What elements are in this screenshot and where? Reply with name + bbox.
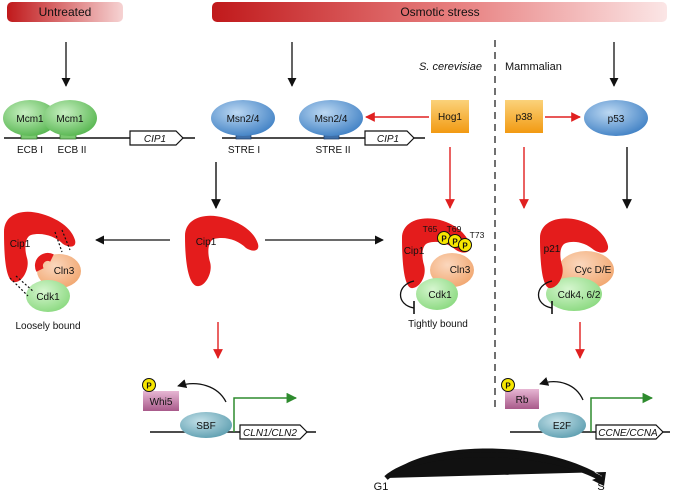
mammal-species-label: Mammalian	[505, 61, 562, 73]
cip1-shape	[185, 215, 259, 287]
rb-release-arrow	[539, 377, 584, 401]
s-label: S	[597, 481, 604, 493]
inhibition-arc	[399, 280, 415, 309]
cln3-shape	[37, 254, 81, 288]
loose-bond	[61, 229, 71, 251]
cln3-label: Cln3	[54, 266, 75, 277]
cdk1-label: Cdk1	[428, 290, 452, 301]
p21-shape	[540, 218, 609, 289]
yeast-transcription: Whi5 P SBF CLN1/CLN2	[142, 378, 316, 440]
g1-label: G1	[374, 481, 389, 493]
hog1-box	[431, 100, 469, 133]
phospho-label: P	[146, 382, 152, 391]
cip1-gene-box	[129, 130, 184, 146]
mcm1-label: Mcm1	[56, 114, 84, 125]
g1-to-s-arc	[384, 452, 602, 481]
cip1-label: Cip1	[404, 246, 425, 257]
whi5-label: Whi5	[150, 397, 173, 408]
msn24-protein	[299, 100, 363, 136]
transcription-start-arrow	[590, 392, 654, 432]
cip1-gene-label: CIP1	[377, 134, 399, 145]
cip1-free-label: Cip1	[196, 237, 217, 248]
p53-protein: p53	[584, 100, 648, 136]
rb-label: Rb	[516, 395, 529, 406]
phospho-badge	[501, 378, 515, 392]
hog1-label: Hog1	[438, 112, 462, 123]
phospho-label: P	[505, 382, 511, 391]
cln12-gene-label: CLN1/CLN2	[243, 428, 297, 439]
cdk46-label: Cdk4, 6/2	[558, 290, 601, 301]
e2f-protein	[538, 412, 586, 438]
cip1-shape	[4, 211, 76, 283]
loose-caption: Loosely bound	[15, 321, 80, 332]
p38-kinase: p38	[505, 100, 543, 133]
ccne-gene-label: CCNE/CCNA	[598, 428, 658, 439]
cln12-gene-box	[239, 424, 308, 440]
free-cip1: Cip1	[185, 215, 259, 287]
cdk1-shape	[26, 280, 70, 312]
cip1-gene-label: CIP1	[144, 134, 166, 145]
e2f-label: E2F	[553, 421, 571, 432]
cip1-arm	[35, 253, 54, 272]
sbf-label: SBF	[196, 421, 215, 432]
phospho-badge	[458, 238, 472, 252]
loose-bond	[54, 231, 63, 253]
phospho-badge	[142, 378, 156, 392]
msn24-label: Msn2/4	[315, 114, 348, 125]
osmotic-stress-banner: Osmotic stress	[212, 2, 667, 22]
p38-box	[505, 100, 543, 133]
mcm1-label: Mcm1	[16, 114, 44, 125]
mcm1-protein	[3, 100, 57, 136]
p53-label: p53	[608, 114, 625, 125]
msn24-protein	[211, 100, 275, 136]
cycde-label: Cyc D/E	[575, 265, 612, 276]
cell-cycle-transition: G1 S	[374, 448, 606, 493]
whi5-box	[143, 391, 179, 411]
tight-caption: Tightly bound	[408, 319, 468, 330]
p21-complex: p21 Cyc D/E Cdk4, 6/2	[537, 218, 614, 314]
hog1-kinase: Hog1	[431, 100, 469, 133]
p21-label: p21	[544, 244, 561, 255]
untreated-label: Untreated	[39, 5, 92, 19]
loose-complex: Cip1 Cln3 Cdk1 Loosely bound	[4, 211, 81, 332]
p38-label: p38	[516, 112, 533, 123]
phospho-label: P	[452, 238, 458, 247]
msn24-label: Msn2/4	[227, 114, 260, 125]
t73-label: T73	[470, 230, 485, 240]
msn24-promoter: Msn2/4 Msn2/4 STRE I STRE II CIP1	[211, 100, 425, 156]
t69-label: T69	[447, 224, 462, 234]
tight-complex: Cip1 Cln3 Cdk1 T65 T69 T73 P P P Tightly…	[399, 218, 485, 330]
cdk1-label: Cdk1	[36, 292, 60, 303]
cip1-label: Cip1	[10, 239, 31, 250]
sbf-protein	[180, 412, 232, 438]
inhibition-arc	[537, 280, 553, 309]
p53-ellipse	[584, 100, 648, 136]
stre2-label: STRE II	[315, 145, 350, 156]
rb-box	[505, 389, 539, 409]
loose-bond	[15, 275, 35, 293]
mammal-transcription: Rb P E2F CCNE/CCNA	[501, 377, 670, 440]
ccne-gene-box	[595, 424, 664, 440]
t65-label: T65	[423, 224, 438, 234]
transcription-start-arrow	[233, 392, 298, 432]
cip1-gene-box	[364, 130, 415, 146]
cdk1-shape	[416, 278, 458, 310]
whi5-release-arrow	[177, 379, 227, 403]
mcm1-promoter: Mcm1 Mcm1 ECB I ECB II CIP1	[3, 100, 195, 156]
yeast-species-label: S. cerevisiae	[419, 61, 482, 73]
phospho-label: P	[462, 242, 468, 251]
cdk46-shape	[546, 277, 602, 311]
osmotic-stress-label: Osmotic stress	[400, 5, 479, 19]
cln3-label: Cln3	[450, 265, 471, 276]
ecb2-label: ECB II	[58, 145, 87, 156]
untreated-banner: Untreated	[7, 2, 123, 22]
loose-bond	[9, 277, 29, 297]
phospho-label: P	[441, 235, 447, 244]
ecb1-label: ECB I	[17, 145, 43, 156]
mcm1-protein	[43, 100, 97, 136]
stre1-label: STRE I	[228, 145, 260, 156]
